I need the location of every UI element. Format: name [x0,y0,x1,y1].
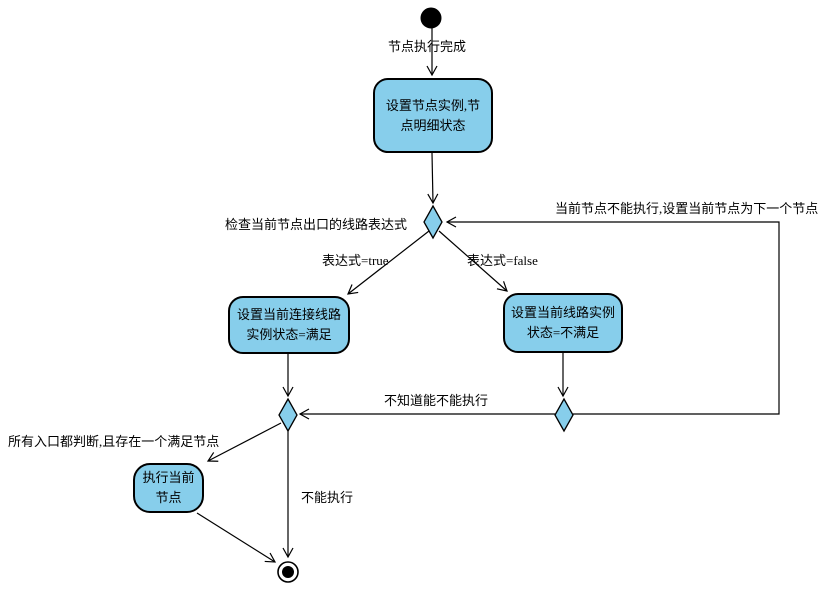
decision-check-expression [423,204,443,240]
activity-set-node-instance-label: 设置节点实例,节点明细状态 [385,97,481,133]
activity-set-node-instance: 设置节点实例,节点明细状态 [373,78,493,153]
edge-decision-false-branch [438,230,508,292]
activity-set-connection-satisfied: 设置当前连接线路实例状态=满足 [228,296,350,354]
end-node-inner-dot [282,566,294,578]
edge-execute-to-end [196,512,277,563]
edge-label-node-exec-complete: 节点执行完成 [388,39,467,54]
edge-label-all-entries-judged: 所有入口都判断,且存在一个满足节点 [8,434,220,449]
edge-label-unknown-executable: 不知道能不能执行 [384,393,489,408]
edge-feedback-loop-to-decision [445,216,780,415]
edge-set-instance-to-decision [427,152,439,205]
decision-merge-left [278,397,298,433]
edge-left-decision-to-execute [206,422,282,462]
activity-set-line-unsatisfied-label: 设置当前线路实例状态=不满足 [511,305,616,340]
edge-label-cannot-execute: 不能执行 [301,490,354,505]
edge-label-expression-true: 表达式=true [322,253,389,268]
activity-set-line-unsatisfied: 设置当前线路实例状态=不满足 [503,293,623,353]
edge-label-expression-false: 表达式=false [467,253,538,268]
activity-set-connection-satisfied-label: 设置当前连接线路实例状态=满足 [236,307,341,342]
activity-execute-current-node: 执行当前节点 [133,463,204,513]
decision-merge-right [554,397,574,433]
edge-label-cannot-execute-set-next: 当前节点不能执行,设置当前节点为下一个节点 [555,201,819,216]
activity-execute-current-node-label: 执行当前节点 [142,470,195,505]
start-node [420,7,442,29]
edge-decision-true-branch [347,230,430,295]
edge-label-check-outgoing-expression: 检查当前节点出口的线路表达式 [225,217,408,232]
